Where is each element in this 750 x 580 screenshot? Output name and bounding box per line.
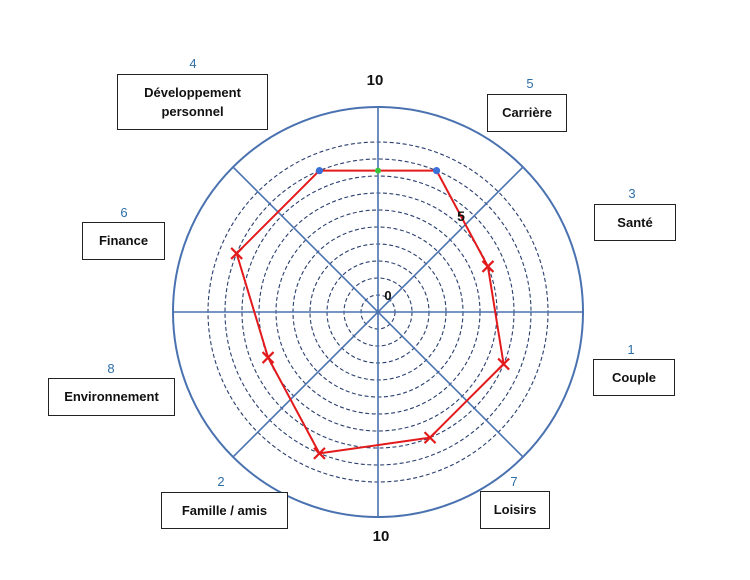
score-marker-sante: [481, 260, 495, 273]
segment-rank-famille: 2: [217, 474, 225, 489]
score-marker-famille: [313, 447, 326, 460]
score-marker-environnement: [261, 351, 275, 364]
segment-label-famille: Famille / amis: [161, 492, 288, 529]
segment-label-carriere: Carrière: [487, 94, 567, 132]
segment-label-finance: Finance: [82, 222, 165, 260]
score-point-carriere: [432, 167, 441, 175]
segment-label-loisirs: Loisirs: [480, 491, 550, 529]
segment-label-developpement: Développement personnel: [117, 74, 268, 130]
segment-rank-developpement: 4: [189, 56, 197, 71]
score-marker-couple: [497, 357, 510, 371]
segment-rank-finance: 6: [120, 205, 128, 220]
score-marker-finance: [230, 247, 243, 260]
scale-label-center: 0: [384, 288, 392, 303]
segment-label-sante: Santé: [594, 204, 676, 241]
segment-label-couple: Couple: [593, 359, 675, 396]
segment-rank-couple: 1: [627, 342, 635, 357]
segment-rank-environnement: 8: [107, 361, 115, 376]
segment-rank-loisirs: 7: [510, 474, 518, 489]
spoke-4: [232, 166, 524, 458]
score-marker-loisirs: [423, 431, 437, 444]
scale-label-top: 10: [366, 72, 384, 89]
segment-rank-sante: 3: [628, 186, 636, 201]
segment-rank-carriere: 5: [526, 76, 534, 91]
scale-label-mid: 5: [457, 208, 465, 224]
top-edge-midpoint: [375, 167, 381, 174]
scale-label-bottom: 10: [372, 528, 390, 545]
score-point-developpement: [315, 167, 324, 175]
segment-label-environnement: Environnement: [48, 378, 175, 416]
